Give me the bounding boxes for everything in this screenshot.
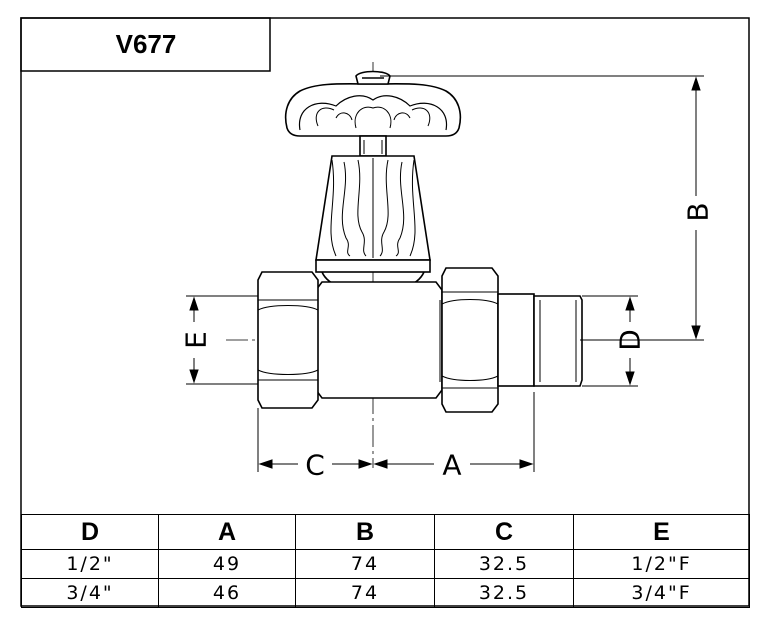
table-cell: 3/4" xyxy=(21,578,159,608)
model-title: V677 xyxy=(115,28,177,59)
dimension-label-d: D xyxy=(614,329,647,351)
table-cell: 1/2" xyxy=(21,549,159,579)
dimension-table: D A B C E 1/2" 49 74 32.5 1/2"F 3/4" 46 … xyxy=(21,514,750,608)
tailpiece xyxy=(497,293,583,387)
valve-bonnet xyxy=(315,155,431,294)
valve-stem xyxy=(359,135,387,157)
inlet-nut xyxy=(257,271,319,409)
table-cell: 74 xyxy=(295,549,435,579)
dimension-label-a: A xyxy=(442,449,461,482)
column-header-b: B xyxy=(295,514,435,550)
union-nut xyxy=(441,267,499,413)
dimension-label-c: C xyxy=(305,449,325,482)
table-row: 1/2" 49 74 32.5 1/2"F xyxy=(21,549,750,579)
table-row: 3/4" 46 74 32.5 3/4"F xyxy=(21,578,750,608)
table-cell: 3/4"F xyxy=(573,578,750,608)
column-header-c: C xyxy=(434,514,574,550)
dimension-label-b: B xyxy=(682,202,715,221)
column-header-e: E xyxy=(573,514,750,550)
column-header-d: D xyxy=(21,514,159,550)
handwheel xyxy=(284,70,462,137)
table-cell: 32.5 xyxy=(434,549,574,579)
valve-body xyxy=(315,281,443,399)
table-header-row: D A B C E xyxy=(21,514,750,550)
title-box xyxy=(20,17,271,72)
table-cell: 49 xyxy=(158,549,296,579)
table-cell: 74 xyxy=(295,578,435,608)
column-header-a: A xyxy=(158,514,296,550)
table-cell: 32.5 xyxy=(434,578,574,608)
table-cell: 46 xyxy=(158,578,296,608)
dimension-lines xyxy=(186,75,704,472)
table-cell: 1/2"F xyxy=(573,549,750,579)
dimension-label-e: E xyxy=(180,331,213,349)
